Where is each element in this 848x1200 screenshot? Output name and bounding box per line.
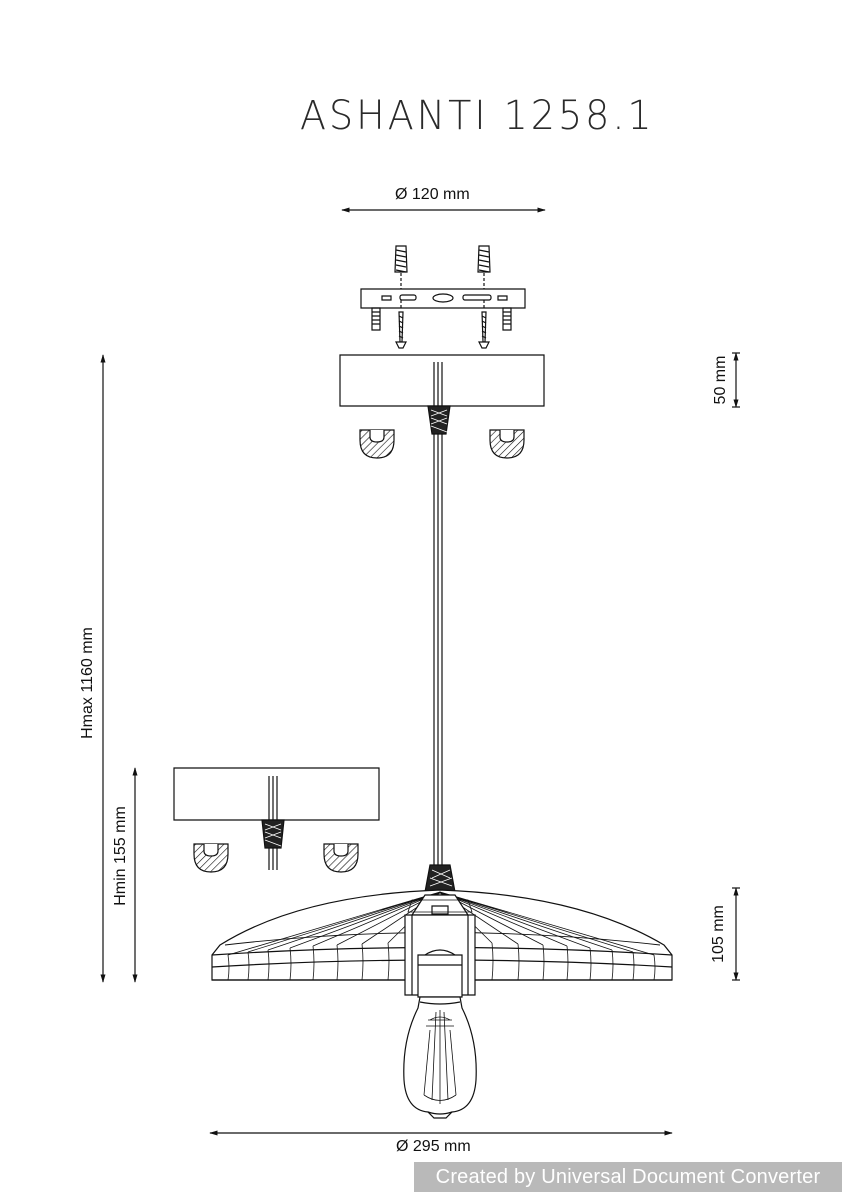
mounting-bracket (361, 289, 525, 330)
shade-diameter-label: Ø 295 mm (396, 1138, 471, 1155)
min-height-label: Hmin 155 mm (112, 806, 129, 906)
suspension-cable (434, 434, 442, 865)
screw-left (396, 300, 406, 348)
edison-bulb (404, 997, 476, 1118)
wall-plug-left (395, 246, 407, 292)
product-title: ASHANTI 1258.1 (300, 92, 655, 139)
max-height-label: Hmax 1160 mm (79, 627, 96, 739)
screw-right (479, 300, 489, 348)
lamp-holder (405, 895, 475, 997)
canopy-min-clip-right (324, 844, 358, 872)
converter-watermark: Created by Universal Document Converter (414, 1162, 842, 1192)
cable-grip (425, 865, 455, 892)
canopy-diameter-label: Ø 120 mm (395, 186, 470, 203)
canopy-height-label: 50 mm (712, 355, 729, 405)
shade-height-label: 105 mm (710, 905, 727, 963)
canopy-min-clip-left (194, 844, 228, 872)
shade-height-dimension-line (732, 887, 740, 981)
canopy-clip-left (360, 430, 394, 458)
canopy-min-height (174, 768, 379, 870)
canopy-top (340, 355, 544, 434)
canopy-height-dimension-line (732, 352, 740, 408)
canopy-clip-right (490, 430, 524, 458)
wall-plug-right (478, 246, 490, 292)
